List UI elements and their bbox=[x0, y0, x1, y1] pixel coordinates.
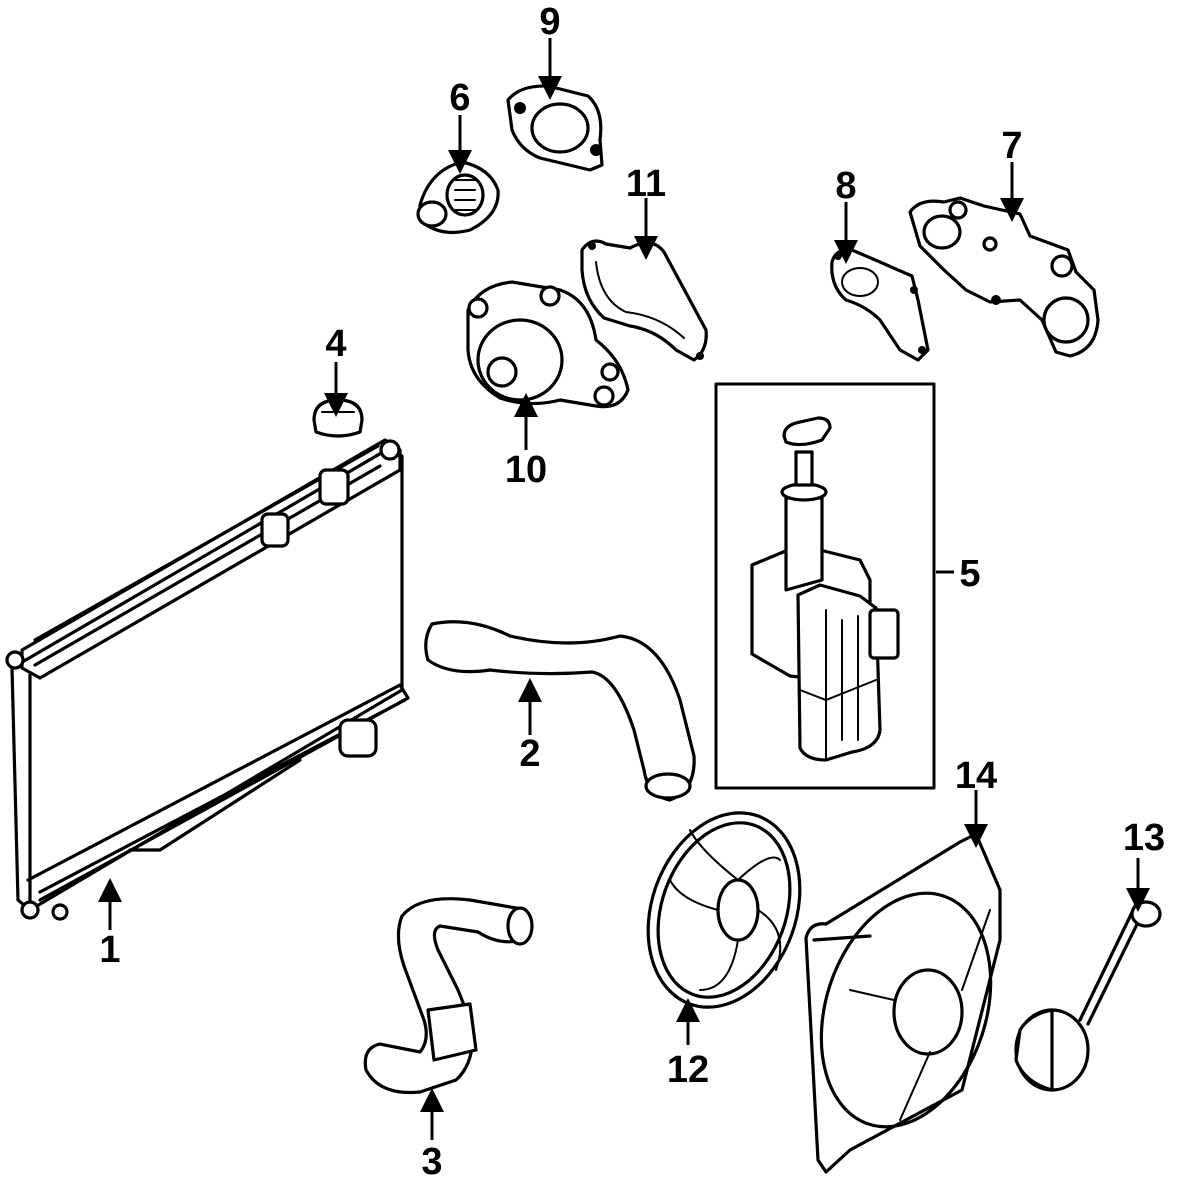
callout-9: 9 bbox=[539, 1, 560, 43]
callout-1: 1 bbox=[99, 929, 120, 971]
callout-2: 2 bbox=[519, 733, 540, 775]
callout-13: 13 bbox=[1123, 817, 1165, 859]
upper-radiator-hose bbox=[424, 620, 696, 802]
water-pump-gasket bbox=[580, 239, 708, 362]
callout-6: 6 bbox=[449, 77, 470, 119]
callout-11: 11 bbox=[626, 163, 666, 205]
lower-radiator-hose bbox=[363, 897, 534, 1095]
water-outlet-housing bbox=[908, 196, 1100, 358]
fan-motor bbox=[1014, 898, 1162, 1092]
fan-shroud bbox=[804, 832, 1002, 1174]
radiator-cap bbox=[312, 398, 364, 438]
callout-7: 7 bbox=[1001, 125, 1022, 167]
callout-labels: 1 2 3 4 5 6 7 8 9 10 11 12 13 14 bbox=[99, 1, 1165, 1183]
callout-8: 8 bbox=[835, 165, 856, 207]
callout-3: 3 bbox=[421, 1141, 442, 1183]
cooling-fan bbox=[646, 811, 802, 1009]
callout-10: 10 bbox=[505, 449, 547, 491]
thermostat bbox=[416, 160, 500, 234]
callout-4: 4 bbox=[325, 323, 346, 365]
callout-12: 12 bbox=[667, 1049, 709, 1091]
callout-14: 14 bbox=[955, 755, 997, 797]
leader-lines bbox=[98, 38, 1150, 1140]
water-outlet-gasket bbox=[830, 248, 930, 362]
callout-5: 5 bbox=[959, 553, 980, 595]
coolant-reservoir-group bbox=[714, 382, 936, 790]
thermostat-housing bbox=[506, 84, 604, 172]
water-pump bbox=[466, 280, 630, 409]
radiator bbox=[5, 438, 410, 921]
